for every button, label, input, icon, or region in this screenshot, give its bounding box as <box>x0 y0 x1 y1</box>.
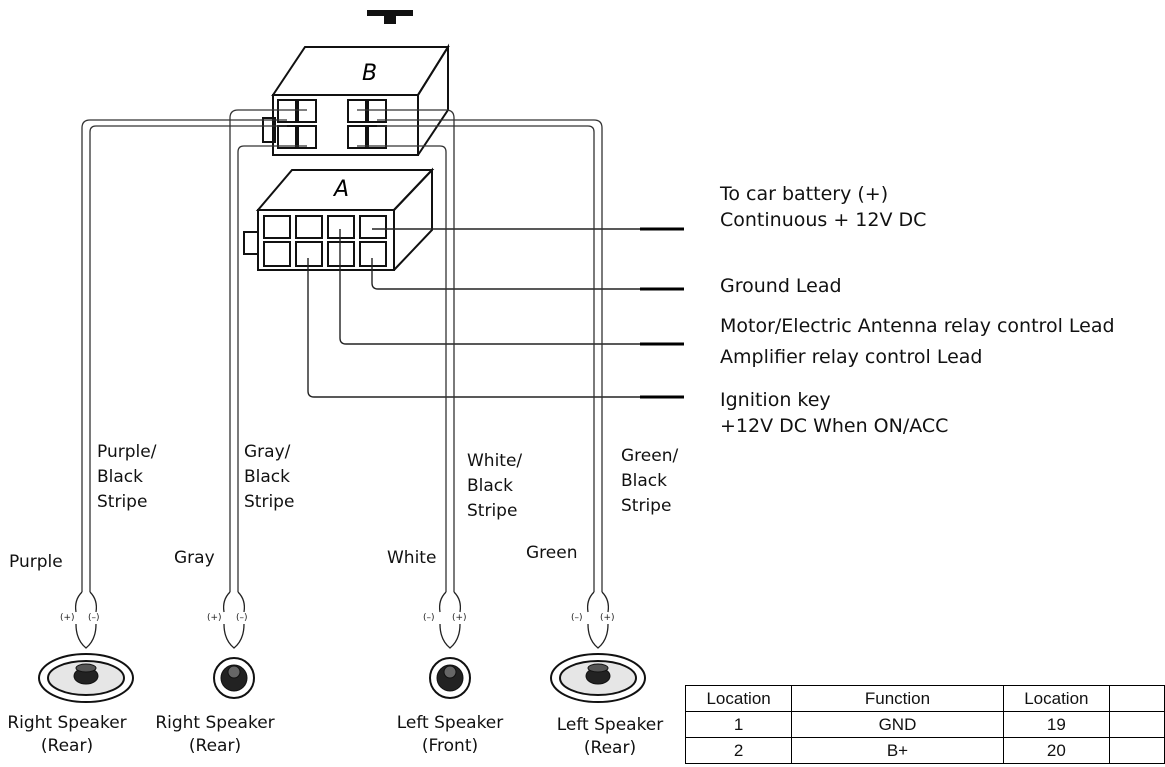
polarity-minus: (–) <box>423 613 435 623</box>
speaker-wires <box>81 109 603 592</box>
table-header-cell: Location <box>1002 685 1110 712</box>
speaker-oval-left-rear <box>550 653 646 703</box>
antenna-lead <box>339 229 640 345</box>
table-cell <box>1108 711 1165 738</box>
speaker-oval-right-rear <box>38 653 134 703</box>
table-row: 2 B+ 20 <box>684 737 1165 764</box>
white-wire-label: White <box>387 548 437 568</box>
green-black-wire <box>377 125 595 592</box>
polarity-minus: (–) <box>571 613 583 623</box>
table-cell <box>1108 737 1165 764</box>
table-cell: B+ <box>791 737 1004 764</box>
green-wire <box>377 119 603 592</box>
speaker-terminals <box>74 591 610 649</box>
ignition-lead <box>307 258 640 398</box>
power-leads <box>307 228 640 398</box>
purple-wire-label: Purple <box>9 552 63 572</box>
ignition-lead-label: Ignition key +12V DC When ON/ACC <box>720 389 949 437</box>
polarity-plus: (+) <box>60 613 75 623</box>
gray-black-wire-label: Gray/ Black Stripe <box>244 442 295 512</box>
amplifier-lead-label: Amplifier relay control Lead <box>720 346 983 368</box>
lead-terminals <box>640 227 684 399</box>
connector-b-label: B <box>362 61 377 86</box>
table-cell: 2 <box>684 737 793 764</box>
purple-black-wire-label: Purple/ Black Stripe <box>97 442 157 512</box>
speaker-caption: Left Speaker(Front) <box>396 713 504 756</box>
table-cell: GND <box>791 711 1004 738</box>
table-header-cell: Location <box>684 685 793 712</box>
speaker-round-right-rear <box>213 657 255 699</box>
table-header-cell: Function <box>791 685 1004 712</box>
green-wire-label: Green <box>526 543 578 563</box>
speaker-round-left-front <box>429 657 471 699</box>
polarity-plus: (+) <box>452 613 467 623</box>
gray-wire-label: Gray <box>174 548 215 568</box>
speaker-caption: Right Speaker(Rear) <box>155 713 275 756</box>
gray-wire <box>229 109 307 592</box>
table-row: 1 GND 19 <box>684 711 1165 738</box>
polarity-plus: (+) <box>600 613 615 623</box>
ground-lead <box>371 258 640 290</box>
mounting-clip <box>367 10 413 24</box>
purple-wire <box>81 119 287 592</box>
speaker-caption: Right Speaker(Rear) <box>7 713 127 756</box>
table-cell: 1 <box>684 711 793 738</box>
table-header-row: Location Function Location <box>684 685 1165 712</box>
white-wire <box>357 109 455 592</box>
connector-b <box>262 43 450 156</box>
speaker-caption: Left Speaker(Rear) <box>556 715 664 758</box>
white-black-wire <box>357 145 447 592</box>
purple-black-wire <box>89 125 287 592</box>
ground-lead-label: Ground Lead <box>720 275 842 297</box>
green-black-wire-label: Green/ Black Stripe <box>621 446 679 516</box>
white-black-wire-label: White/ Black Stripe <box>467 451 523 521</box>
motor-antenna-lead-label: Motor/Electric Antenna relay control Lea… <box>720 315 1115 337</box>
table-cell: 20 <box>1002 737 1110 764</box>
gray-black-wire <box>237 145 307 592</box>
pin-location-table: Location Function Location 1 GND 19 2 B+… <box>684 685 1165 764</box>
polarity-minus: (–) <box>88 613 100 623</box>
table-cell: 19 <box>1002 711 1110 738</box>
battery-lead-label: To car battery (+) Continuous + 12V DC <box>720 183 927 231</box>
polarity-plus: (+) <box>207 613 222 623</box>
connector-a-label: A <box>332 177 349 202</box>
polarity-minus: (–) <box>236 613 248 623</box>
table-header-cell <box>1108 685 1165 712</box>
